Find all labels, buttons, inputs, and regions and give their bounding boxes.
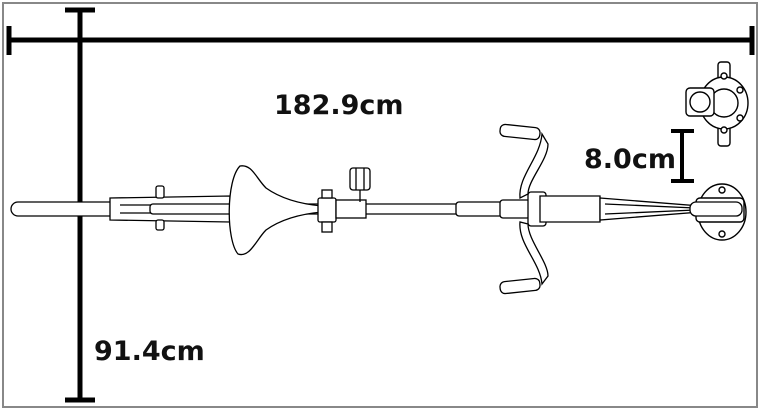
bicycle-top-view	[10, 123, 743, 295]
handlebar-upper	[519, 131, 549, 200]
grip-upper	[499, 123, 541, 141]
clearance-label: 8.0cm	[584, 144, 676, 175]
handlebar-lower	[519, 221, 549, 286]
height-label: 91.4cm	[94, 336, 205, 367]
length-label: 182.9cm	[274, 90, 404, 121]
diagram-border	[2, 2, 758, 408]
length-dimension-line	[6, 26, 755, 55]
upper-wall-hook	[685, 61, 749, 147]
saddle	[228, 165, 323, 256]
grip-lower	[499, 277, 541, 295]
front-wheel	[689, 201, 743, 217]
clearance-dimension-line	[671, 129, 694, 183]
